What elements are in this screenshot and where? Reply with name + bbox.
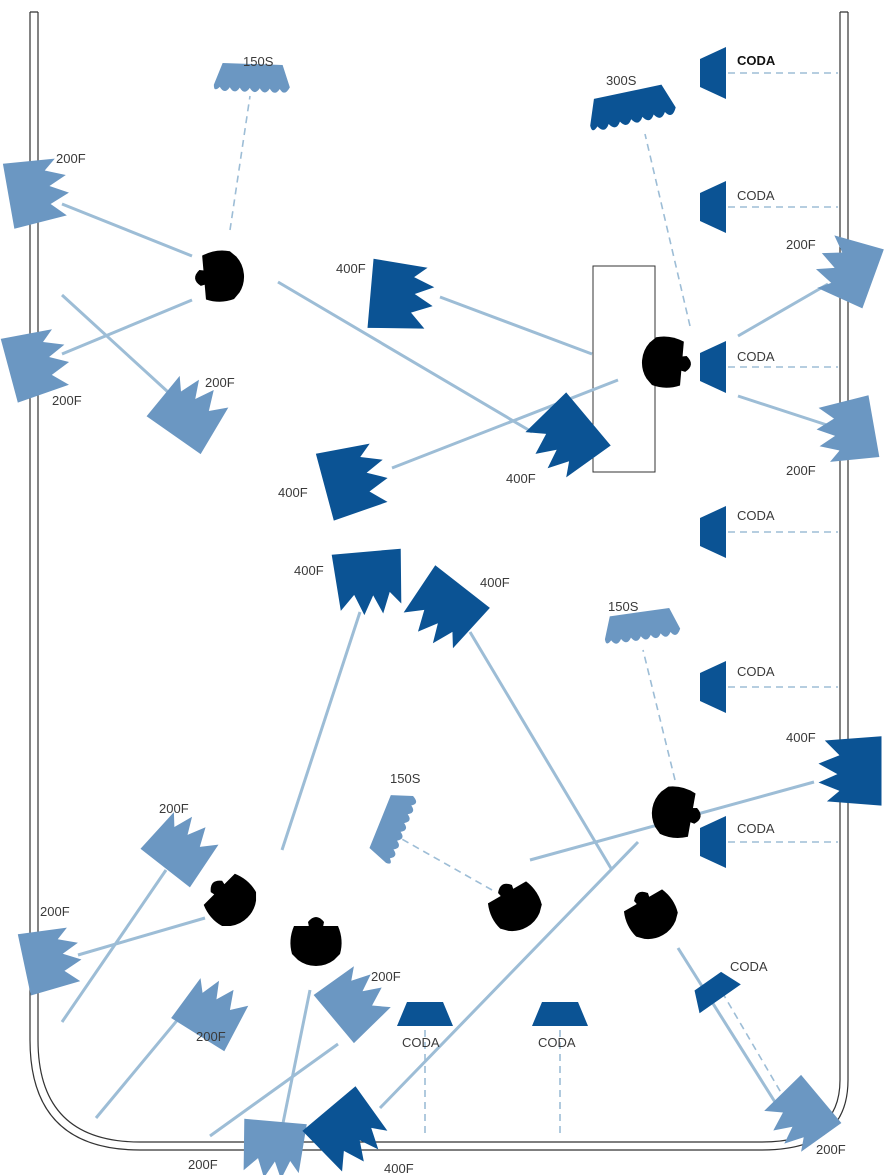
- label-coda-5: CODA: [737, 664, 775, 679]
- label-400f-b: 400F: [278, 485, 308, 500]
- label-200f-right-1: 200F: [786, 237, 816, 252]
- label-200f-bottom-left-2: 200F: [40, 904, 70, 919]
- label-300s: 300S: [606, 73, 637, 88]
- label-400f-e: 400F: [480, 575, 510, 590]
- label-200f-mid: 200F: [205, 375, 235, 390]
- label-200f-top-left: 200F: [56, 151, 86, 166]
- label-coda-floor-2: CODA: [538, 1035, 576, 1050]
- label-200f-bottom-left-1: 200F: [159, 801, 189, 816]
- label-coda-3: CODA: [737, 349, 775, 364]
- label-coda-2: CODA: [737, 188, 775, 203]
- label-400f-a: 400F: [336, 261, 366, 276]
- label-150s-top: 150S: [243, 54, 274, 69]
- label-200f-mid-left: 200F: [52, 393, 82, 408]
- room-walls: [29, 11, 849, 1151]
- label-400f-d: 400F: [294, 563, 324, 578]
- label-150s-center: 150S: [390, 771, 421, 786]
- label-200f-bottom-mid: 200F: [196, 1029, 226, 1044]
- dashed-lines: [229, 72, 838, 1138]
- label-coda-6: CODA: [737, 821, 775, 836]
- label-150s-right: 150S: [608, 599, 639, 614]
- label-200f-right-2: 200F: [786, 463, 816, 478]
- label-coda-4: CODA: [737, 508, 775, 523]
- label-200f-bottom: 200F: [188, 1157, 218, 1172]
- label-200f-bottom-right: 200F: [816, 1142, 846, 1157]
- label-400f-bottom: 400F: [384, 1161, 414, 1175]
- labels: 150S 300S CODA CODA CODA CODA CODA CODA …: [40, 53, 846, 1175]
- label-200f-bottom-center: 200F: [371, 969, 401, 984]
- canopy-300s: [584, 82, 678, 133]
- coda-side-units: [397, 47, 741, 1026]
- label-coda-top: CODA: [737, 53, 776, 68]
- label-400f-c: 400F: [506, 471, 536, 486]
- label-400f-right: 400F: [786, 730, 816, 745]
- label-coda-7: CODA: [730, 959, 768, 974]
- canopy-150s-center: [366, 788, 419, 866]
- label-coda-floor-1: CODA: [402, 1035, 440, 1050]
